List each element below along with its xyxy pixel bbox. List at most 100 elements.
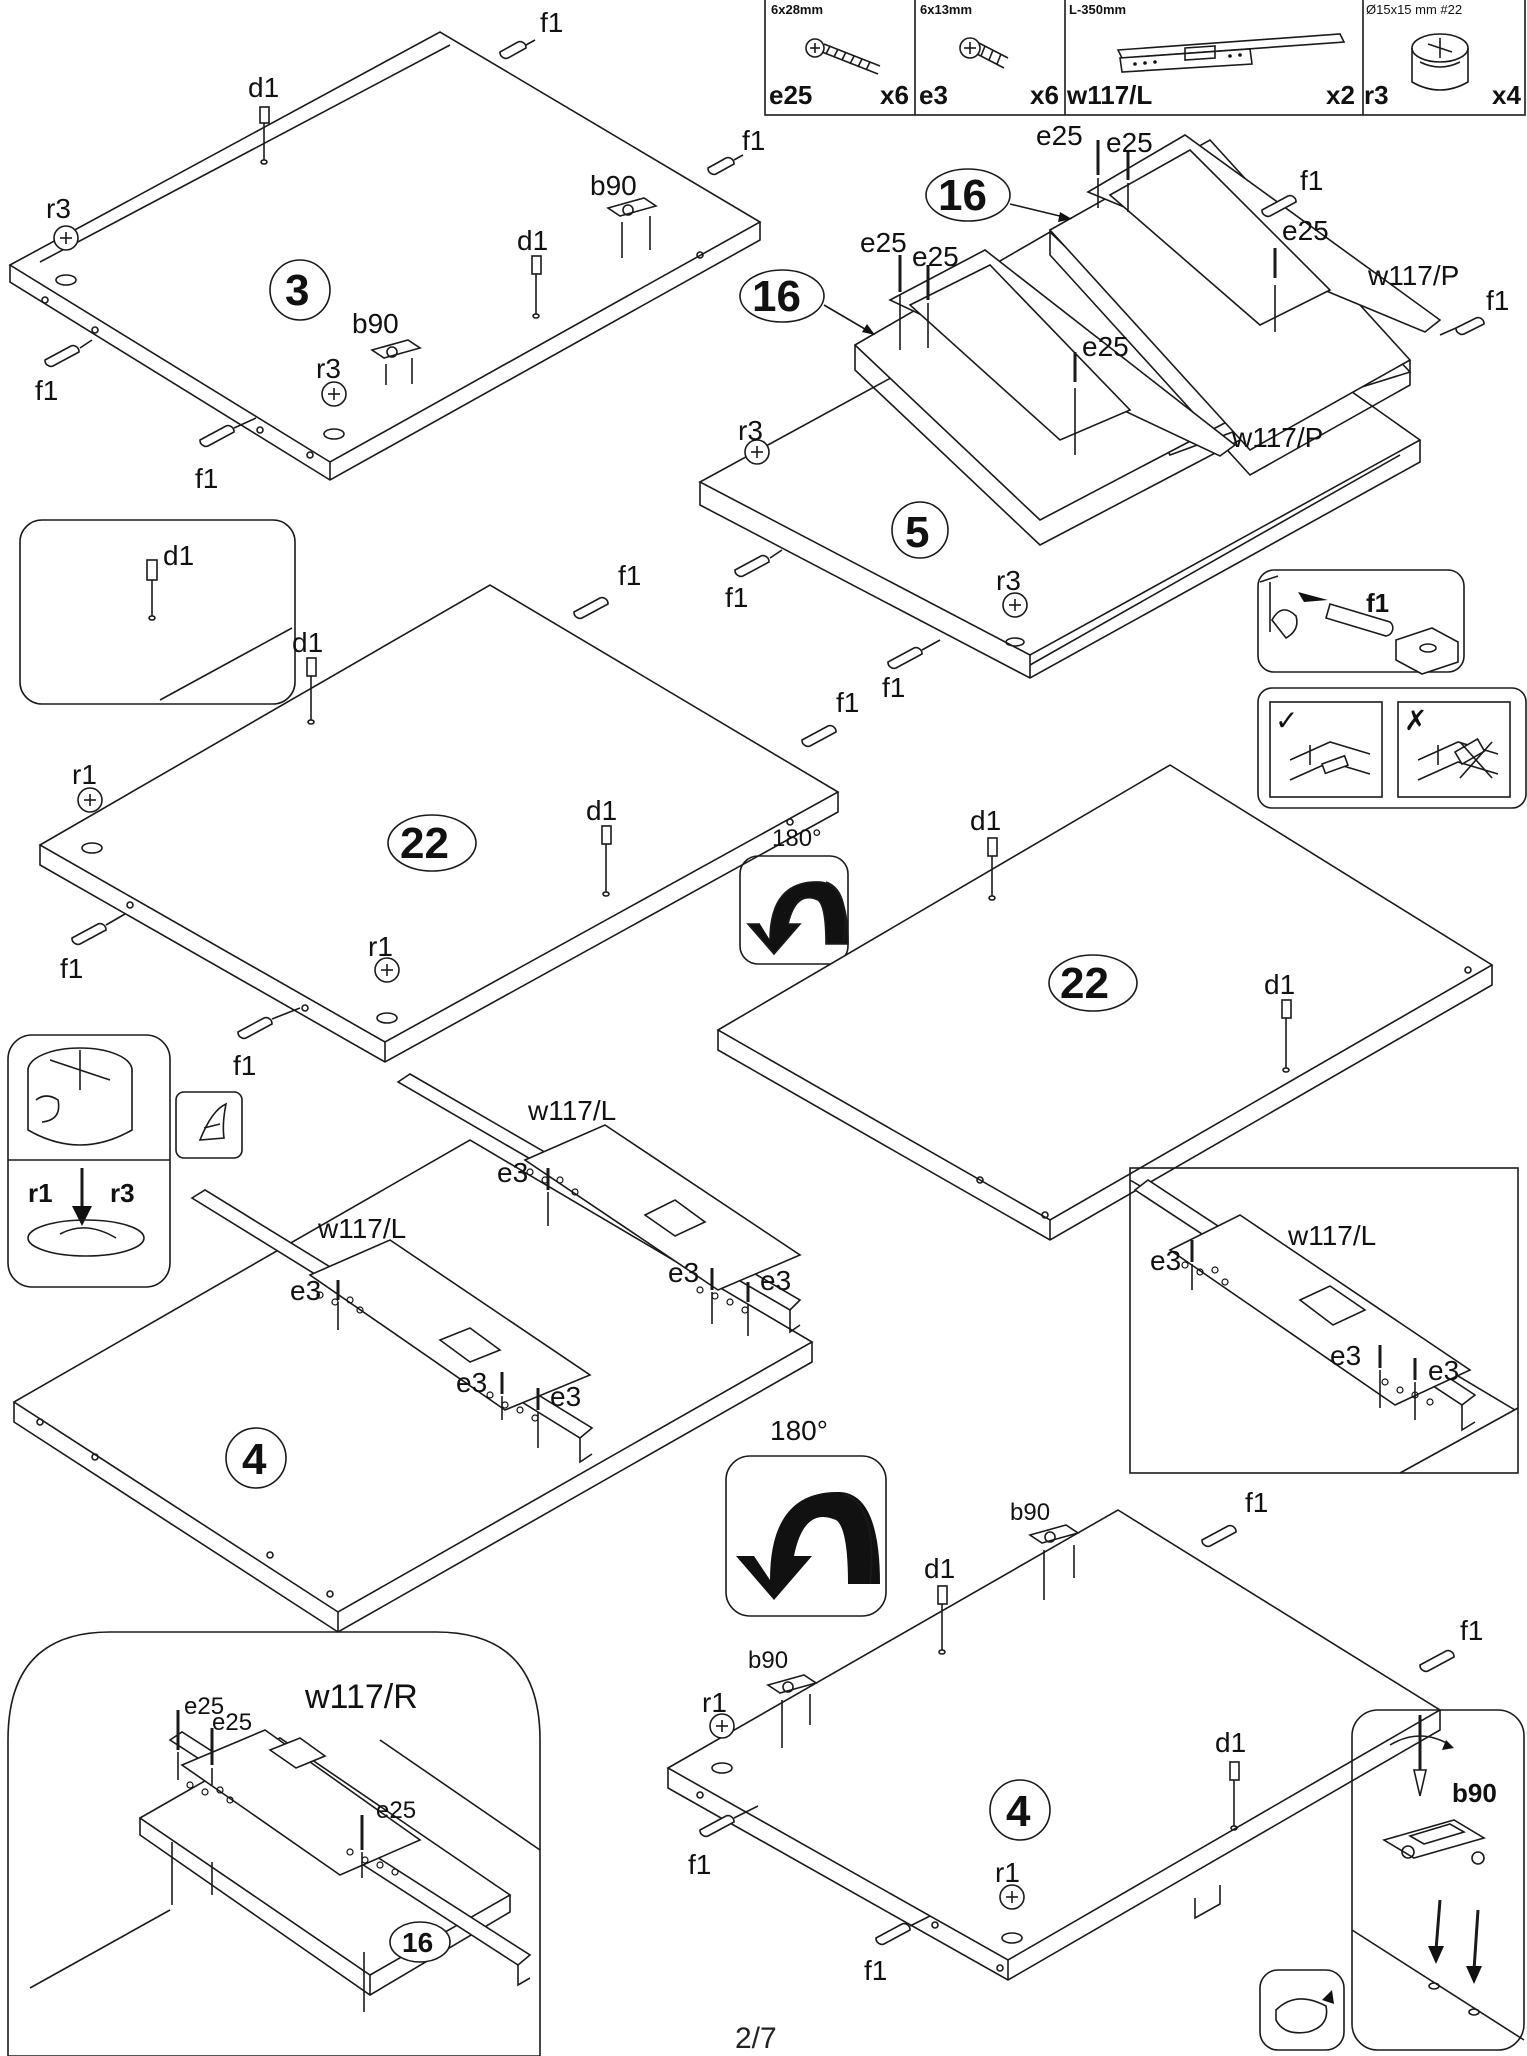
- screwdriver-icon: [1412, 1769, 1428, 1797]
- dowel-f1: [1201, 1524, 1237, 1548]
- label-f1: f1: [725, 582, 748, 613]
- panel-5-assembly: 5 e25 e25 e25 e25 e25 e25 w117/P w117/P …: [698, 120, 1509, 703]
- label-d1: d1: [924, 1553, 955, 1584]
- label-e3: e3: [1330, 1340, 1361, 1371]
- rotate-label: 180°: [770, 1415, 828, 1446]
- label-f1: f1: [864, 1955, 887, 1986]
- panel-22: [38, 584, 840, 1043]
- legend-frame: [764, 0, 1526, 116]
- legend-item-e3: 6x13mm e3 x6: [919, 2, 1059, 110]
- legend-code: r3: [1364, 80, 1389, 110]
- dowel-f1: [734, 549, 783, 578]
- part-number-4: 4: [1006, 1787, 1031, 1836]
- panel-22-left-assembly: 22 d1 d1 r1 r1 f1 f1 f1 f1: [38, 560, 859, 1081]
- part-number-16: 16: [402, 1927, 433, 1958]
- dowel-f1: [237, 1007, 301, 1040]
- w117-l-detail: e3 e3 e3 w117/L: [1129, 1167, 1519, 1474]
- dowel-f1: [1419, 1649, 1455, 1673]
- label-r3: r3: [316, 353, 341, 384]
- label-b90: b90: [352, 308, 399, 339]
- label-r1: r1: [28, 1178, 53, 1208]
- label-r3: r3: [110, 1178, 135, 1208]
- label-e3: e3: [550, 1381, 581, 1412]
- label-f1: f1: [1366, 588, 1389, 618]
- d1-detail: d1: [19, 519, 296, 705]
- hand-push-icon: [198, 1102, 228, 1141]
- hinge-plate-b90: [1028, 1524, 1080, 1600]
- page-number: 2/7: [735, 2022, 777, 2055]
- dowel-f1: [699, 1805, 759, 1838]
- label-r1: r1: [995, 1857, 1020, 1888]
- label-d1: d1: [1215, 1727, 1246, 1758]
- label-b90: b90: [1010, 1499, 1050, 1526]
- part-number-22: 22: [1060, 959, 1109, 1008]
- part-number-16: 16: [938, 171, 987, 220]
- hinge-plate-b90: [606, 197, 658, 258]
- label-f1: f1: [1486, 285, 1509, 316]
- label-e25: e25: [1282, 215, 1329, 246]
- rotate-180-large: 180°: [725, 1415, 887, 1617]
- cam-lock-r1: [77, 787, 103, 854]
- label-e3: e3: [668, 1257, 699, 1288]
- part-number-16: 16: [752, 272, 801, 321]
- panel-4-hinges-assembly: 4 b90 b90 d1 d1 r1 r1 f1 f1 f1 f1: [666, 1487, 1483, 1986]
- part-number-3: 3: [285, 266, 309, 315]
- part-number-badge: [269, 259, 331, 321]
- pin-d1: [937, 1585, 948, 1655]
- label-d1: d1: [1264, 969, 1295, 1000]
- part-number-22: 22: [400, 819, 449, 868]
- dowel-insert-detail: f1 ✓ ✗: [1257, 569, 1527, 809]
- flip-panel-icon: [1259, 1969, 1345, 2051]
- part-number-5: 5: [905, 508, 929, 557]
- pin-d1: [987, 837, 998, 901]
- dowel-f1: [573, 596, 609, 620]
- cam-lock-r1: [999, 1884, 1025, 1944]
- legend-size: Ø15x15 mm #22: [1366, 2, 1462, 17]
- label-r3: r3: [738, 415, 763, 446]
- label-e3: e3: [290, 1275, 321, 1306]
- label-f1: f1: [1245, 1487, 1268, 1518]
- legend-code: e3: [919, 80, 948, 110]
- label-e25: e25: [212, 1709, 252, 1736]
- label-b90: b90: [748, 1647, 788, 1674]
- label-r1: r1: [72, 759, 97, 790]
- w117-r-detail: e25 e25 e25 w117/R 16: [7, 1631, 541, 2056]
- dowel-f1: [1261, 194, 1297, 218]
- dowel-icon: [1325, 603, 1394, 637]
- label-d1: d1: [248, 72, 279, 103]
- panel-3-assembly: 3 f1 f1 f1 f1 d1 d1 r3 r3 b90 b90: [8, 7, 765, 494]
- label-r3: r3: [46, 193, 71, 224]
- cam-insert-detail: r1 r3: [7, 1034, 243, 1288]
- label-f1: f1: [836, 687, 859, 718]
- label-r3: r3: [996, 565, 1021, 596]
- label-b90: b90: [1452, 1778, 1497, 1808]
- label-b90: b90: [590, 170, 637, 201]
- label-f1: f1: [540, 7, 563, 38]
- cam-lock-r3: [1002, 592, 1028, 647]
- label-e25: e25: [912, 241, 959, 272]
- legend-size: 6x13mm: [920, 2, 972, 17]
- label-e3: e3: [497, 1157, 528, 1188]
- rotate-label: 180°: [772, 825, 822, 852]
- cam-lock-r1: [374, 957, 400, 1024]
- cam-lock-icon: [1411, 33, 1469, 91]
- pin-d1: [601, 825, 612, 897]
- legend-item-r3: Ø15x15 mm #22 r3 x4: [1364, 2, 1521, 110]
- legend-code: w117/L: [1066, 80, 1152, 110]
- panel-4-runners-assembly: 4 e3 e3 e3 e3 e3 e3 w117/L w117/L: [12, 1073, 814, 1633]
- label-e3: e3: [760, 1265, 791, 1296]
- label-e3: e3: [1150, 1245, 1181, 1276]
- panel-22-right-assembly: 22 d1 d1: [716, 764, 1494, 1241]
- label-w117-l: w117/L: [317, 1213, 406, 1244]
- screw-e25-icon: [805, 38, 881, 75]
- rotate-180-small: 180°: [739, 825, 849, 965]
- label-w117-p: w117/P: [1367, 260, 1459, 291]
- pin-d1: [259, 106, 270, 165]
- pin-d1: [1281, 999, 1292, 1073]
- label-w117-r: w117/R: [304, 1678, 418, 1716]
- legend-item-e25: 6x28mm e25 x6: [769, 2, 909, 110]
- legend-code: e25: [769, 80, 812, 110]
- hinge-screw-detail: b90: [1351, 1709, 1525, 2051]
- label-d1: d1: [163, 540, 194, 571]
- cam-lock-r3: [53, 225, 79, 286]
